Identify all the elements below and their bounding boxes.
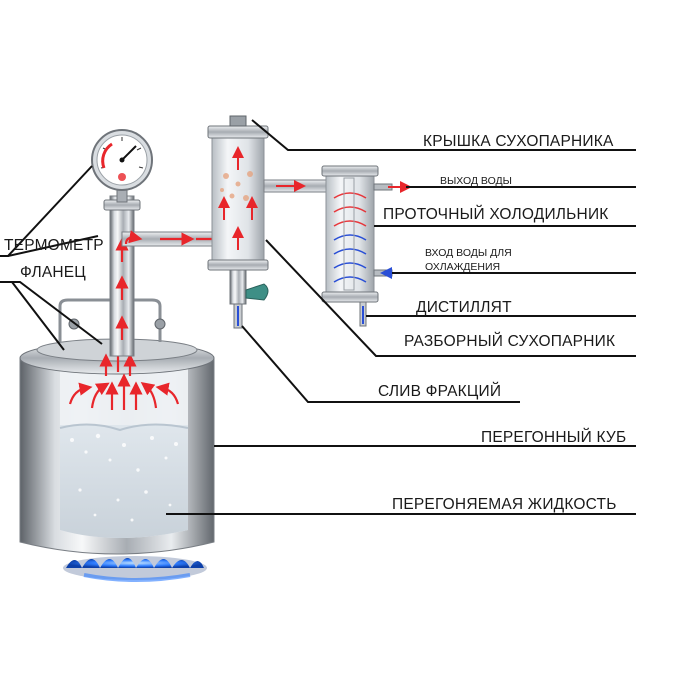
label-water-in-line1: ВХОД ВОДЫ ДЛЯ bbox=[425, 247, 512, 259]
label-thermometer: ТЕРМОМЕТР bbox=[4, 237, 104, 254]
label-water-out: ВЫХОД ВОДЫ bbox=[440, 175, 512, 187]
bubbles bbox=[70, 433, 178, 522]
label-fraction-drain: СЛИВ ФРАКЦИЙ bbox=[378, 383, 502, 400]
label-water-in-line2: ОХЛАЖДЕНИЯ bbox=[425, 261, 501, 273]
dry-steamer bbox=[207, 115, 269, 271]
drain-tap bbox=[229, 269, 247, 329]
valve-handle-icon bbox=[245, 283, 269, 301]
label-dismountable-steamer: РАЗБОРНЫЙ СУХОПАРНИК bbox=[404, 333, 616, 350]
boiler-cube bbox=[19, 298, 215, 555]
thermometer-gauge-icon bbox=[91, 129, 153, 203]
label-flow-cooler: ПРОТОЧНЫЙ ХОЛОДИЛЬНИК bbox=[383, 206, 609, 223]
label-distilled-liquid: ПЕРЕГОНЯЕМАЯ ЖИДКОСТЬ bbox=[392, 496, 617, 513]
burner-flame-icon bbox=[63, 556, 207, 582]
leader-lines bbox=[0, 119, 636, 515]
label-dry-steamer-lid: КРЫШКА СУХОПАРНИКА bbox=[423, 133, 614, 150]
flow-cooler bbox=[321, 165, 412, 327]
label-distillation-cube: ПЕРЕГОННЫЙ КУБ bbox=[481, 429, 627, 446]
label-distillate: ДИСТИЛЛЯТ bbox=[416, 299, 512, 316]
label-flange: ФЛАНЕЦ bbox=[20, 264, 86, 281]
